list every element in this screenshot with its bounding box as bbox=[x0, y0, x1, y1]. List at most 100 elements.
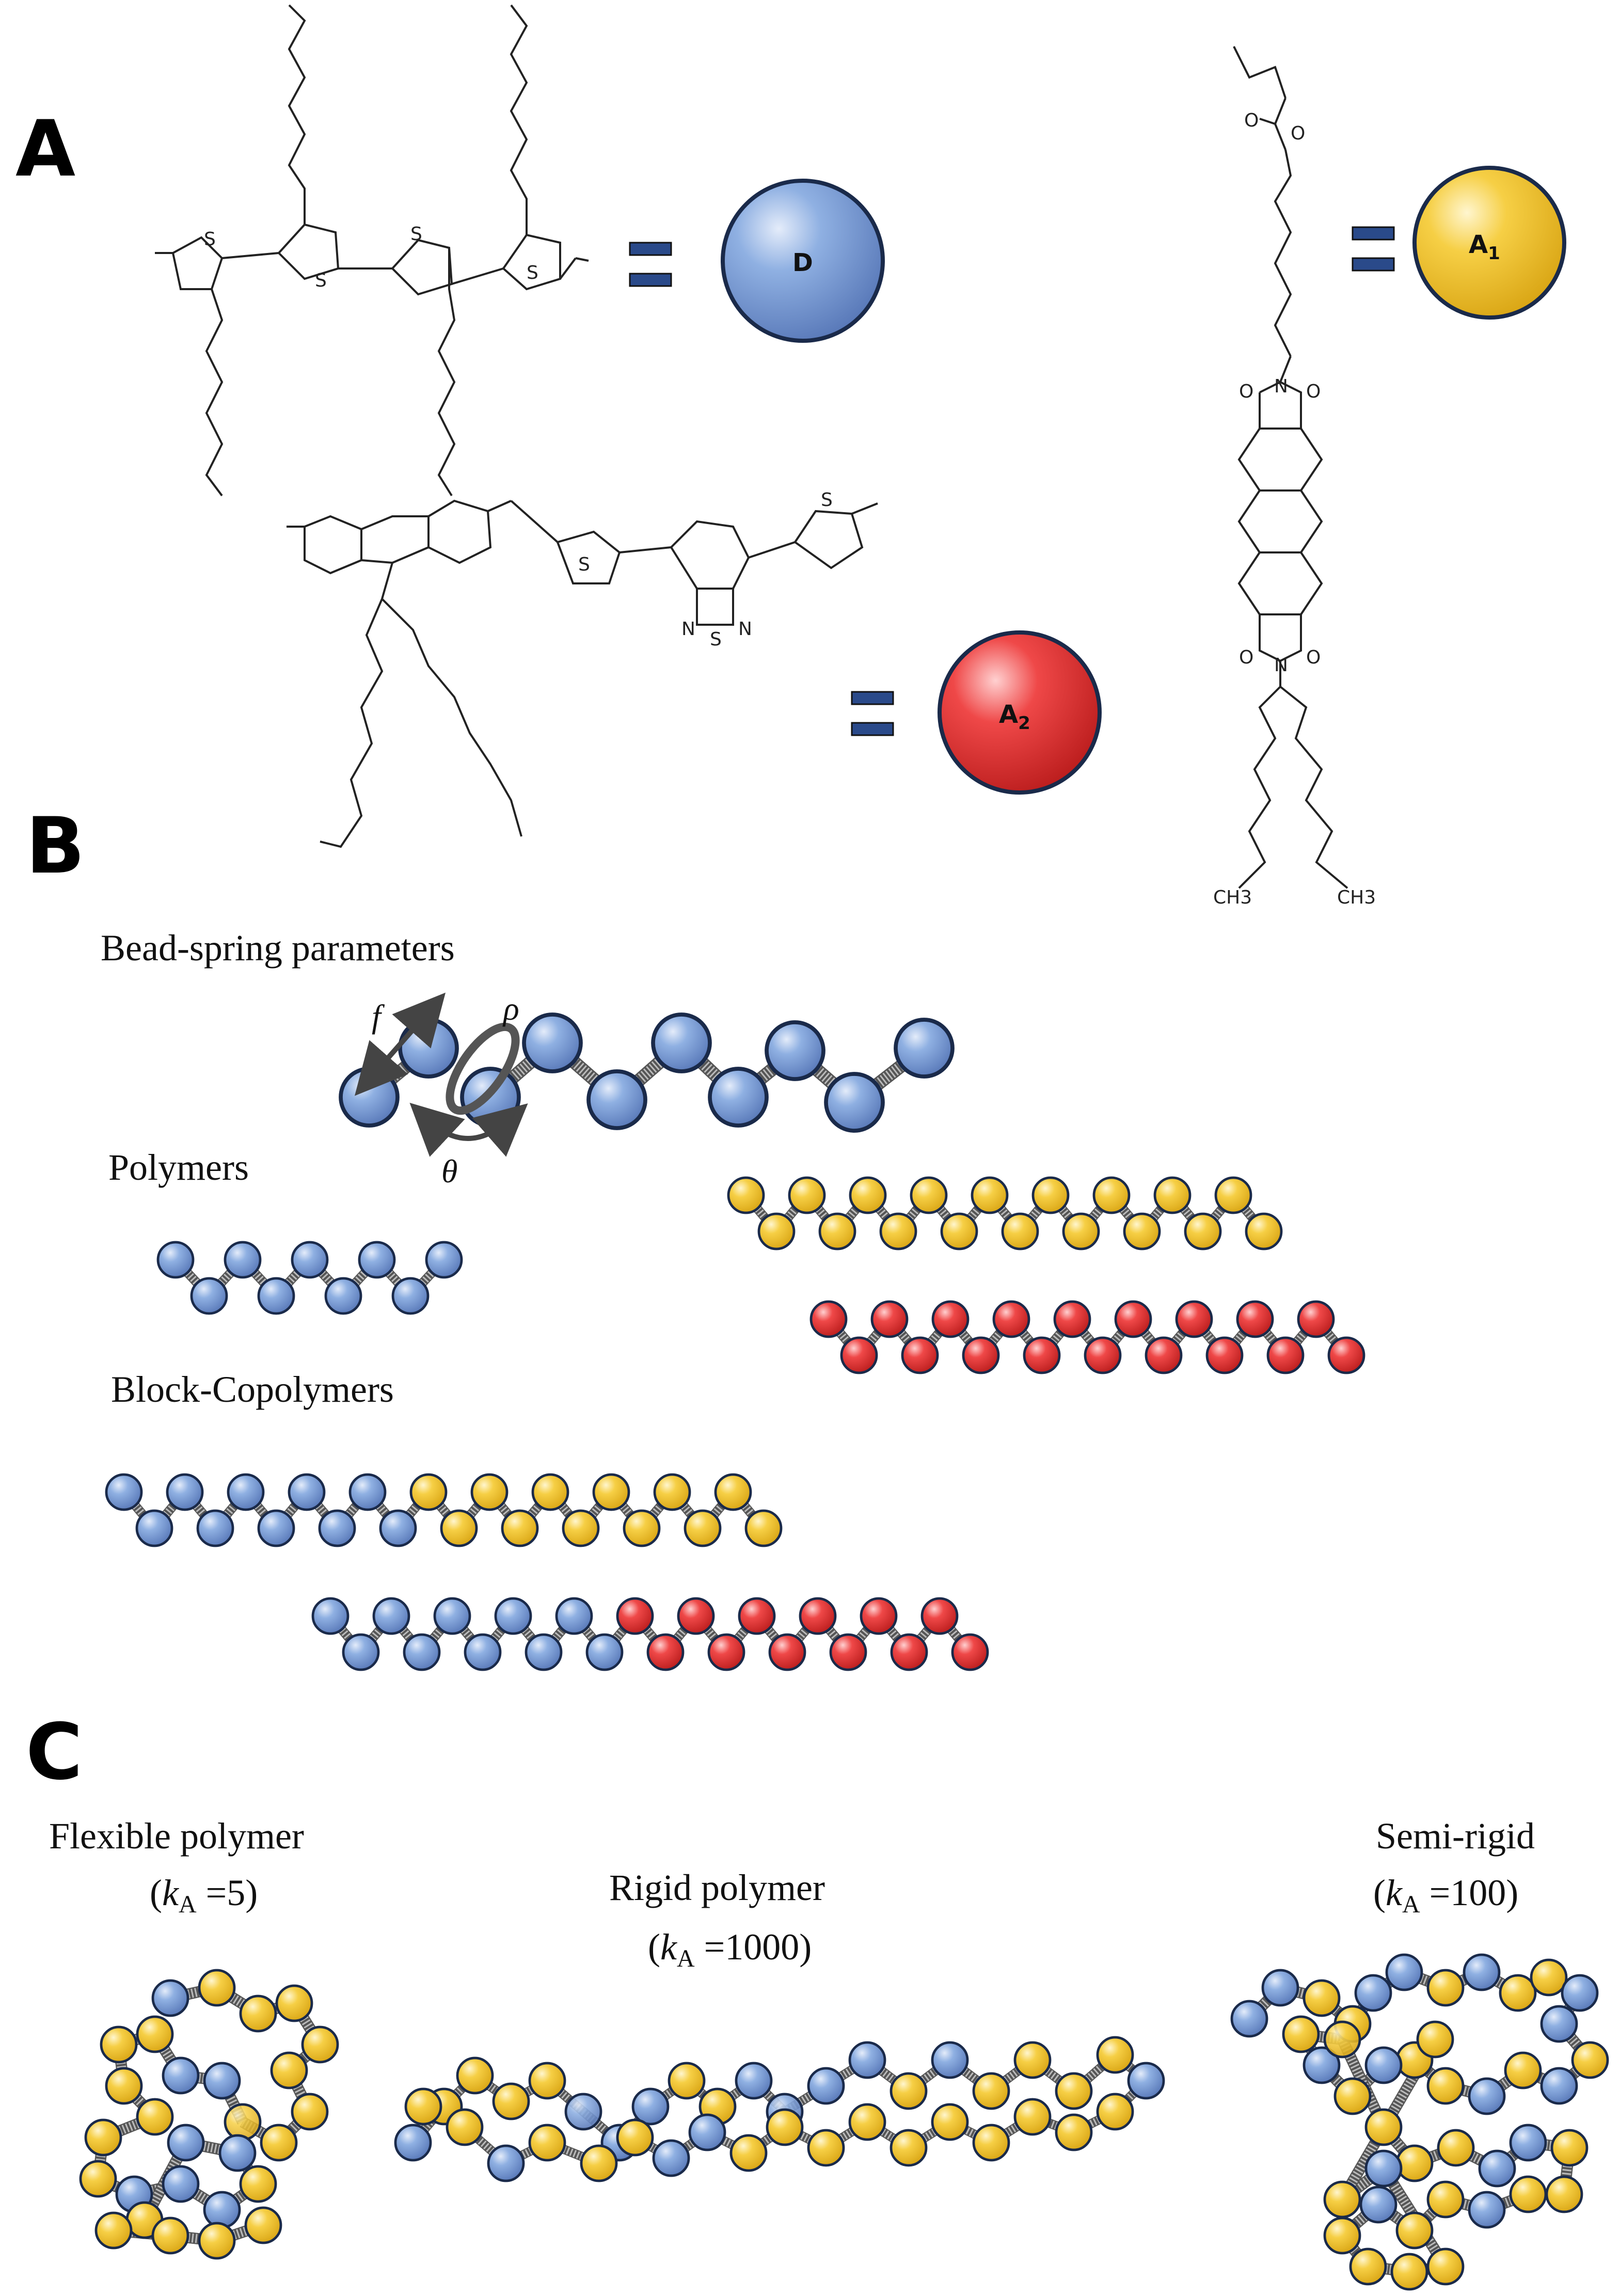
chain-poly-yellow-bead-8 bbox=[971, 1176, 1009, 1214]
chain-block-br-bead-12 bbox=[677, 1597, 715, 1635]
clump-rigid-bead-24 bbox=[972, 2124, 1010, 2162]
clump-flex-bead-12 bbox=[100, 2025, 138, 2064]
block-copolymer-donor-acceptor1 bbox=[105, 1473, 783, 1547]
chain-poly-blue-bead-3 bbox=[257, 1277, 295, 1315]
clump-flex-bead-7 bbox=[260, 2124, 298, 2162]
chain-poly-yellow-bead-1 bbox=[757, 1212, 796, 1250]
clump-semi-bead-32 bbox=[1426, 2180, 1465, 2219]
chain-poly-red-bead-13 bbox=[1205, 1336, 1244, 1374]
block-copolymer-donor-acceptor2 bbox=[311, 1597, 989, 1671]
clump-rigid-bead-34 bbox=[580, 2144, 618, 2182]
clump-flex-bead-19 bbox=[203, 2191, 241, 2229]
chain-poly-red-bead-6 bbox=[992, 1300, 1030, 1338]
clump-flex-bead-21 bbox=[218, 2134, 257, 2172]
clump-semi-bead-18 bbox=[1364, 2046, 1403, 2084]
clump-semi-bead-35 bbox=[1323, 2216, 1361, 2255]
chain-params-bead-4 bbox=[586, 1069, 647, 1130]
clump-rigid-bead-32 bbox=[652, 2139, 690, 2177]
chain-poly-red-bead-0 bbox=[809, 1300, 848, 1338]
clump-semi-bead-36 bbox=[1349, 2247, 1387, 2286]
clump-flex-bead-1 bbox=[198, 1969, 236, 2007]
chain-block-br-bead-15 bbox=[768, 1633, 806, 1671]
clump-rigid-bead-31 bbox=[688, 2113, 726, 2151]
a2-nitrogen-2: N bbox=[738, 619, 752, 640]
clump-semi-bead-4 bbox=[1354, 1974, 1392, 2012]
chain-params-bead-5 bbox=[651, 1012, 712, 1073]
clump-semi-bead-2 bbox=[1303, 1979, 1341, 2017]
clump-flex-bead-10 bbox=[162, 2056, 200, 2095]
chain-poly-yellow-bead-16 bbox=[1214, 1176, 1252, 1214]
donor-bead-large bbox=[721, 179, 885, 343]
chain-block-by-bead-20 bbox=[714, 1473, 752, 1511]
clump-rigid-bead-8 bbox=[668, 2062, 706, 2100]
chain-poly-red-bead-7 bbox=[1023, 1336, 1061, 1374]
clump-rigid-bead-36 bbox=[487, 2144, 525, 2182]
clump-rigid-bead-37 bbox=[446, 2108, 484, 2146]
acceptor2-structure bbox=[287, 499, 878, 848]
acceptor2-bead-label: A2 bbox=[999, 700, 1030, 734]
a2-sulfur-2: S bbox=[710, 629, 722, 650]
clump-rigid-bead-13 bbox=[848, 2041, 886, 2079]
chain-block-by-bead-0 bbox=[105, 1473, 143, 1511]
chain-poly-red-bead-4 bbox=[931, 1300, 970, 1338]
donor-sulfur-2: S bbox=[315, 270, 327, 291]
clump-flex-bead-25 bbox=[151, 2216, 189, 2255]
chain-block-br-bead-18 bbox=[860, 1597, 898, 1635]
clump-flex-bead-3 bbox=[275, 1984, 313, 2022]
rigid-k-label: (kA =1000) bbox=[648, 1926, 812, 1972]
clump-rigid-bead-20 bbox=[1127, 2062, 1165, 2100]
chain-block-br-bead-2 bbox=[372, 1597, 410, 1635]
chain-block-by-bead-10 bbox=[409, 1473, 448, 1511]
chain-block-br-bead-16 bbox=[799, 1597, 837, 1635]
clump-rigid-bead-23 bbox=[1013, 2098, 1052, 2136]
chain-block-br-bead-7 bbox=[525, 1633, 563, 1671]
chain-poly-blue-bead-2 bbox=[224, 1241, 262, 1279]
acceptor1-bead-label: A1 bbox=[1469, 230, 1500, 264]
acceptor2-bead-large bbox=[938, 630, 1102, 795]
clump-flex-bead-9 bbox=[203, 2062, 241, 2100]
chain-block-by-bead-8 bbox=[348, 1473, 387, 1511]
clump-flex-bead-2 bbox=[239, 1994, 277, 2033]
clump-semi-bead-5 bbox=[1385, 1953, 1423, 1991]
chain-poly-yellow-bead-15 bbox=[1184, 1212, 1222, 1250]
chain-block-by-bead-11 bbox=[440, 1509, 478, 1547]
donor-sulfur-4: S bbox=[527, 262, 538, 283]
clump-semi-bead-29 bbox=[1545, 2175, 1583, 2213]
polymer-chain-acceptor2 bbox=[809, 1300, 1365, 1374]
clump-semi-bead-1 bbox=[1261, 1969, 1299, 2007]
equals-sign-donor bbox=[629, 242, 672, 287]
chain-poly-yellow-bead-3 bbox=[818, 1212, 856, 1250]
a1-nitrogen-2: N bbox=[1274, 655, 1288, 676]
clump-rigid-bead-35 bbox=[528, 2124, 566, 2162]
chain-poly-yellow-bead-2 bbox=[788, 1176, 826, 1214]
clump-semi-bead-8 bbox=[1499, 1974, 1537, 2012]
clump-semi-bead-24 bbox=[1395, 2144, 1434, 2182]
chain-poly-yellow-bead-7 bbox=[940, 1212, 978, 1250]
a1-oxygen-1: O bbox=[1244, 110, 1259, 131]
a2-sulfur-3: S bbox=[821, 489, 833, 511]
clump-semi-bead-33 bbox=[1395, 2211, 1434, 2250]
clump-rigid-bead-5 bbox=[564, 2093, 602, 2131]
equals-sign-a2 bbox=[851, 691, 894, 736]
chain-poly-blue-bead-8 bbox=[425, 1241, 463, 1279]
acceptor1-structure bbox=[1233, 46, 1348, 889]
chain-poly-red-bead-8 bbox=[1053, 1300, 1091, 1338]
chain-poly-red-bead-9 bbox=[1084, 1336, 1122, 1374]
chain-block-by-bead-5 bbox=[257, 1509, 295, 1547]
chain-block-br-bead-9 bbox=[585, 1633, 624, 1671]
chain-poly-blue-bead-1 bbox=[190, 1277, 228, 1315]
chain-poly-red-bead-16 bbox=[1297, 1300, 1335, 1338]
clump-rigid-bead-4 bbox=[528, 2062, 566, 2100]
semi-rigid-polymer-conformation bbox=[1230, 1953, 1609, 2291]
clump-semi-bead-11 bbox=[1540, 2005, 1578, 2043]
clump-semi-bead-12 bbox=[1571, 2041, 1609, 2079]
clump-semi-bead-19 bbox=[1333, 2077, 1372, 2115]
a1-methyl-1: CH3 bbox=[1213, 887, 1252, 908]
chain-block-by-bead-13 bbox=[501, 1509, 539, 1547]
clump-flex-bead-11 bbox=[136, 2015, 174, 2053]
clump-rigid-bead-2 bbox=[456, 2056, 494, 2095]
clump-semi-bead-6 bbox=[1426, 1969, 1465, 2007]
clump-semi-bead-28 bbox=[1550, 2129, 1589, 2167]
clump-rigid-bead-26 bbox=[890, 2129, 928, 2167]
semi-rigid-title: Semi-rigid bbox=[1376, 1815, 1535, 1857]
